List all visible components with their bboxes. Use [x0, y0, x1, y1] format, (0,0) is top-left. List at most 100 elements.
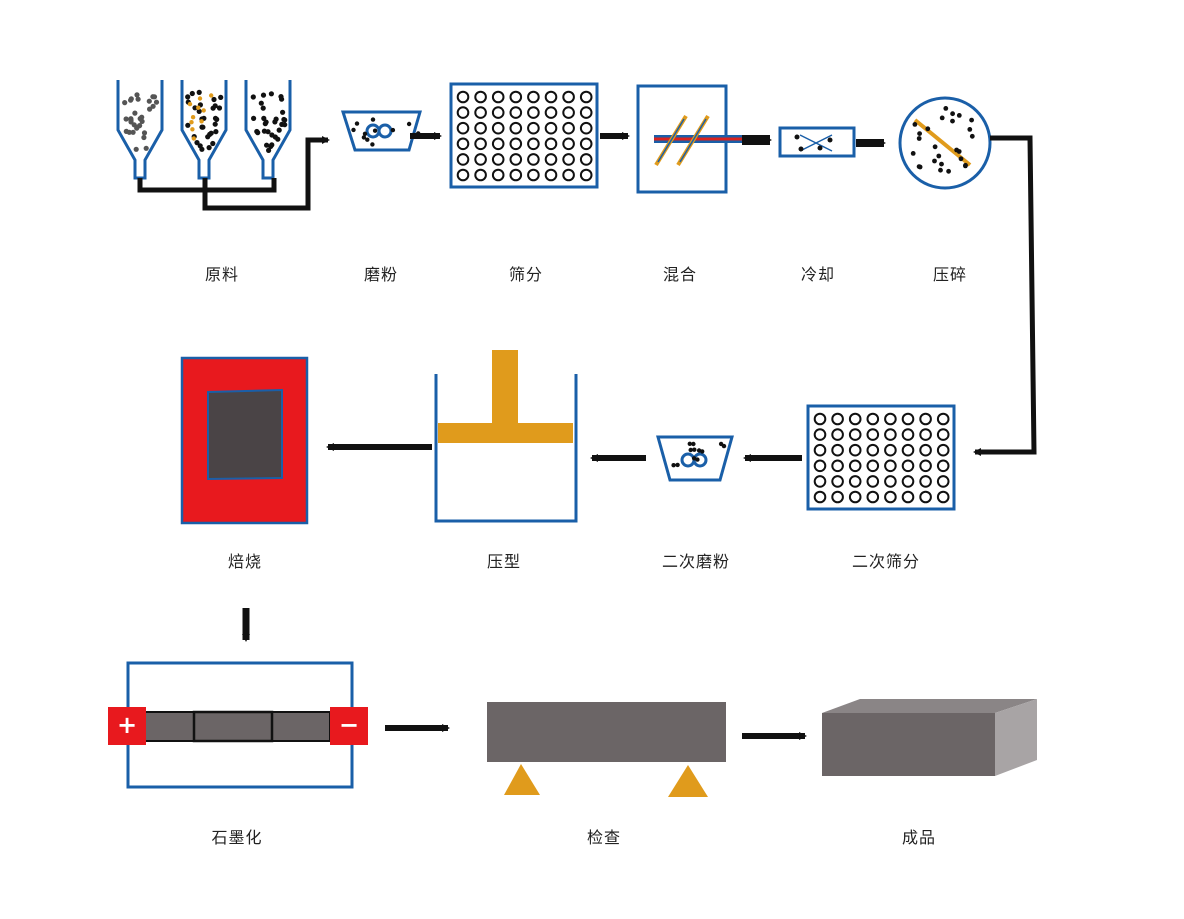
- decor-dot: [527, 137, 540, 151]
- decor-dot: [151, 94, 158, 100]
- finished-block-icon: [822, 699, 1037, 776]
- decor-dot: [919, 443, 932, 457]
- decor-dot: [272, 134, 278, 140]
- decor-dot: [813, 428, 827, 441]
- decor-dot: [579, 106, 593, 119]
- mixer-icon: [636, 84, 742, 194]
- decor-dot: [866, 459, 880, 473]
- inspection-beam-icon: [487, 702, 726, 797]
- decor-dot: [831, 490, 844, 504]
- step-label-mix: 混合: [662, 265, 698, 284]
- decor-dot: [474, 153, 487, 166]
- decor-dot: [884, 490, 897, 504]
- decor-dot: [196, 108, 202, 114]
- decor-dot: [260, 92, 267, 98]
- decor-dot: [831, 428, 844, 441]
- positive-terminal: [108, 707, 146, 745]
- decor-dot: [917, 131, 922, 137]
- decor-dot: [946, 168, 951, 174]
- decor-dot: [212, 121, 218, 127]
- decor-dot: [196, 105, 201, 110]
- connector-line: [973, 135, 1037, 456]
- decor-dot: [474, 121, 487, 135]
- step-label-graphitize: 石墨化: [211, 828, 263, 847]
- decor-dot: [963, 162, 968, 168]
- decor-dot: [211, 96, 217, 103]
- decor-dot: [932, 158, 937, 164]
- decor-dot: [143, 145, 149, 151]
- decor-dot: [692, 447, 697, 452]
- grinder-icon: [340, 110, 422, 152]
- decor-dot: [848, 443, 862, 457]
- decor-dot: [139, 114, 145, 120]
- step-label-crush: 压碎: [932, 265, 968, 284]
- decor-dot: [491, 168, 505, 182]
- decor-dot: [206, 145, 212, 151]
- decor-dot: [969, 133, 975, 139]
- decor-dot: [950, 111, 955, 117]
- decor-dot: [579, 168, 593, 182]
- decor-dot: [562, 168, 575, 182]
- decor-dot: [153, 99, 160, 105]
- decor-dot: [936, 428, 950, 441]
- step-label-press: 压型: [486, 552, 522, 571]
- step-label-product: 成品: [901, 828, 937, 847]
- decor-dot: [813, 490, 827, 504]
- decor-dot: [216, 105, 223, 111]
- decor-dot: [671, 463, 676, 468]
- decor-dot: [128, 117, 134, 123]
- crusher-icon: [898, 96, 992, 190]
- decor-dot: [197, 143, 203, 149]
- decor-dot: [390, 127, 396, 133]
- decor-dot: [456, 121, 470, 135]
- decor-dot: [938, 167, 943, 173]
- decor-dot: [884, 412, 897, 426]
- decor-dot: [196, 89, 202, 95]
- decor-dot: [261, 115, 267, 121]
- decor-dot: [579, 121, 593, 135]
- decor-dot: [509, 106, 523, 119]
- decor-dot: [123, 116, 129, 122]
- decor-dot: [210, 140, 216, 147]
- decor-dot: [214, 116, 220, 122]
- decor-dot: [917, 164, 923, 170]
- decor-dot: [199, 119, 204, 124]
- decor-dot: [950, 118, 955, 124]
- decor-dot: [282, 117, 288, 123]
- decor-dot: [544, 106, 558, 119]
- decor-dot: [276, 127, 282, 133]
- decor-dot: [544, 121, 558, 135]
- decor-dot: [562, 90, 575, 104]
- decor-dot: [936, 475, 950, 488]
- positive-terminal-label: +: [117, 711, 137, 739]
- decor-dot: [213, 129, 219, 135]
- decor-dot: [562, 137, 575, 151]
- decor-dot: [813, 459, 827, 473]
- decor-dot: [456, 153, 470, 166]
- step-label-raw: 原料: [204, 265, 240, 284]
- decor-dot: [544, 137, 558, 151]
- decor-dot: [372, 128, 378, 133]
- decor-dot: [901, 412, 915, 426]
- decor-dot: [509, 168, 523, 182]
- decor-dot: [474, 137, 487, 151]
- decor-dot: [141, 130, 148, 136]
- sieve-holes: [813, 412, 950, 504]
- sieve-holes: [456, 90, 593, 182]
- decor-dot: [813, 443, 827, 457]
- decor-dot: [919, 412, 932, 426]
- decor-dot: [527, 153, 540, 166]
- decor-dot: [146, 98, 152, 104]
- decor-dot: [954, 147, 959, 153]
- decor-dot: [579, 137, 593, 151]
- decor-dot: [884, 459, 897, 473]
- decor-dot: [718, 441, 724, 447]
- decor-dot: [474, 90, 487, 104]
- decor-dot: [212, 103, 218, 109]
- decor-dot: [456, 106, 470, 119]
- decor-dot: [365, 137, 370, 142]
- decor-dot: [218, 94, 224, 100]
- decor-dot: [192, 105, 198, 111]
- decor-dot: [207, 131, 213, 137]
- step-label-grind: 磨粉: [363, 265, 399, 284]
